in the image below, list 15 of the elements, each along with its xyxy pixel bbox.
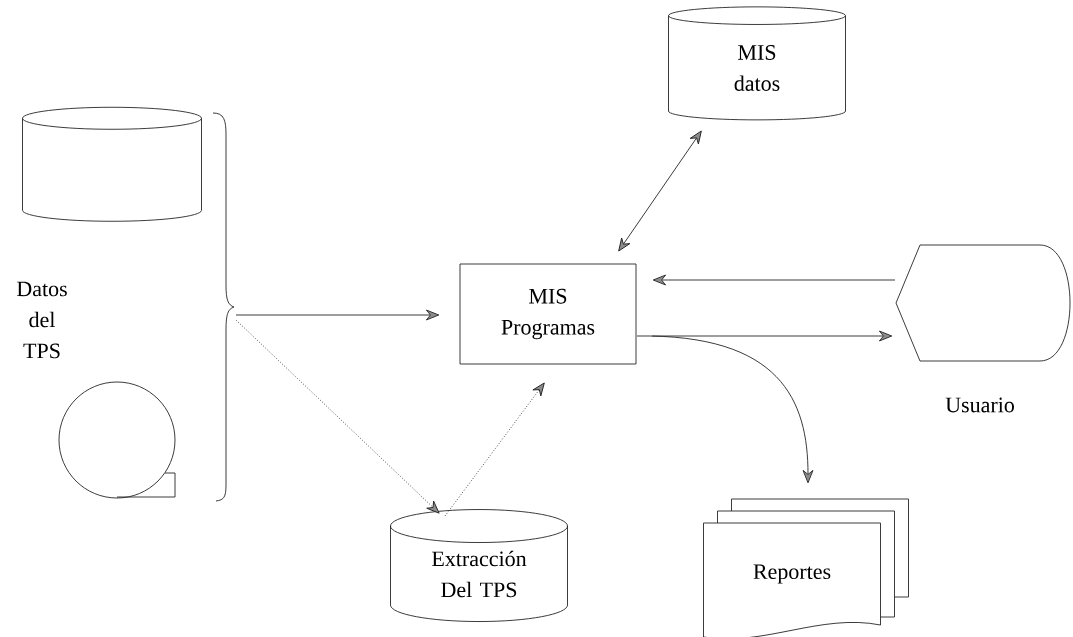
arrow [651, 330, 893, 342]
database-cylinder: Extracción Del TPS [390, 509, 568, 622]
arrow [235, 309, 440, 321]
user-label: Usuario [945, 397, 1014, 413]
node-label: Reportes [753, 564, 831, 584]
data-label: Datos del TPS [16, 281, 67, 359]
database-cylinder: MIS datos [668, 6, 846, 121]
display-symbol [895, 244, 1071, 362]
process-box: MIS Programas [459, 263, 637, 365]
arrow [618, 130, 702, 252]
document-stack: Reportes [703, 498, 909, 637]
arrow [235, 319, 440, 514]
arrow [636, 335, 814, 484]
arrow [652, 274, 896, 286]
arrow [444, 382, 545, 517]
